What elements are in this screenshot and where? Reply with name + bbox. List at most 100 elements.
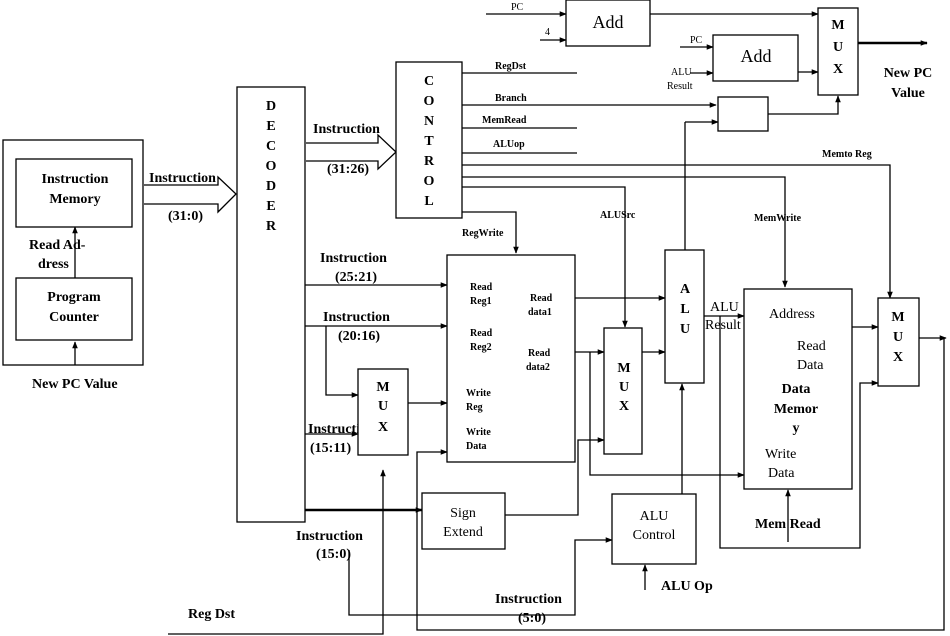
pc-adder-block <box>565 0 651 47</box>
read-reg2-label-1: Read <box>470 328 493 339</box>
decoder-letter-7: R <box>266 219 277 234</box>
writeback-mux-block <box>877 297 920 387</box>
sign-extend-to-mux-wire <box>505 437 605 516</box>
program-counter-label-2: Counter <box>49 310 99 325</box>
read-data2-label-2: data2 <box>526 362 550 373</box>
alu-block <box>664 249 705 384</box>
instruction-5-0-label-1: Instruction <box>495 592 562 607</box>
instruction-25-21-label-1: Instruction <box>320 251 387 266</box>
reg-dst-select-wire <box>168 469 386 635</box>
pc-mux-letter-1: M <box>831 18 844 33</box>
writeback-mux-letter-1: M <box>891 310 904 325</box>
alu-result-label-1: ALU <box>710 300 739 315</box>
control-letter-2: O <box>424 94 435 109</box>
program-counter-label-1: Program <box>47 290 101 305</box>
instruction-memory-label-2: Memory <box>49 192 100 207</box>
alusrc-mux-letter-1: M <box>617 361 630 376</box>
pc-second-label: PC <box>690 35 703 46</box>
control-letter-3: N <box>424 114 434 129</box>
instruction-20-16-label-1: Instruction <box>323 310 390 325</box>
read-reg2-label-2: Reg2 <box>470 342 492 353</box>
write-data-reg-label-2: Data <box>466 441 487 452</box>
branch-label: Branch <box>495 93 527 104</box>
control-letter-1: C <box>424 74 434 89</box>
pc-adder-label: Add <box>593 12 624 32</box>
alu-result-top-label-1: ALU <box>671 67 692 78</box>
read-data1-label-1: Read <box>530 293 553 304</box>
write-reg-label-1: Write <box>466 388 491 399</box>
instruction-5-0-wire <box>348 537 613 616</box>
instruction-15-0-label-1: Instruction <box>296 529 363 544</box>
new-pc-value-right-label-2: Value <box>891 86 925 101</box>
plus4-label: 4 <box>545 27 550 38</box>
new-pc-value-left-label: New PC Value <box>32 377 118 392</box>
instruction-memory-label-1: Instruction <box>42 172 109 187</box>
instruction-31-0-bus-arrow <box>144 175 237 214</box>
read-data2-to-memory-wire <box>589 352 745 478</box>
alu-letter-3: U <box>680 322 690 337</box>
regdst-mux-letter-2: U <box>378 399 388 414</box>
control-letter-7: L <box>424 194 433 209</box>
sign-extend-label-1: Sign <box>450 506 476 521</box>
alu-result-bypass-wire <box>719 316 879 549</box>
memory-write-data-label-1: Write <box>765 447 796 462</box>
alu-letter-1: A <box>680 282 691 297</box>
reg-dst-label: Reg Dst <box>188 607 235 622</box>
memory-read-data-label-1: Read <box>797 339 826 354</box>
writeback-mux-letter-2: U <box>893 330 903 345</box>
instruction-15-0-label-2: (15:0) <box>316 547 351 562</box>
writeback-mux-letter-3: X <box>893 350 903 365</box>
pc-mux-letter-2: U <box>833 40 843 55</box>
and-to-pc-mux-select-wire <box>768 95 841 115</box>
control-letter-5: R <box>424 154 435 169</box>
alu-control-block <box>611 493 697 565</box>
memwrite-signal-wire <box>462 176 788 288</box>
memtoreg-label: Memto Reg <box>822 149 872 160</box>
read-address-label-2: dress <box>38 257 69 272</box>
mem-read-label: Mem Read <box>755 517 821 532</box>
decoder-block <box>236 86 306 523</box>
program-counter-block <box>15 277 133 341</box>
read-data2-label-1: Read <box>528 348 551 359</box>
instruction-20-16-label-2: (20:16) <box>338 329 380 344</box>
control-letter-4: T <box>424 134 434 149</box>
decoder-letter-6: E <box>266 199 275 214</box>
decoder-letter-3: C <box>266 139 276 154</box>
regdst-mux-block <box>357 368 409 456</box>
instruction-31-0-label-1: Instruction <box>149 171 216 186</box>
read-address-label-1: Read Ad- <box>29 238 86 253</box>
instruction-20-16-to-mux-wire <box>325 326 359 398</box>
branch-adder-label: Add <box>741 46 772 66</box>
pc-input-label: PC <box>511 2 524 13</box>
regdst-mux-letter-3: X <box>378 420 388 435</box>
write-reg-label-2: Reg <box>466 402 483 413</box>
sign-extend-block <box>421 492 506 550</box>
decoder-letter-1: D <box>266 99 276 114</box>
alu-control-label-2: Control <box>633 528 676 543</box>
data-memory-title-1: Data <box>782 382 811 397</box>
write-data-reg-label-1: Write <box>466 427 491 438</box>
writeback-loop-wire <box>416 338 945 631</box>
alu-op-label: ALU Op <box>661 579 713 594</box>
alu-control-label-1: ALU <box>640 509 669 524</box>
instruction-31-26-label-1: Instruction <box>313 122 380 137</box>
data-memory-block <box>743 288 853 490</box>
alusrc-mux-letter-2: U <box>619 380 629 395</box>
alusrc-signal-wire <box>462 186 628 328</box>
instruction-31-26-label-2: (31:26) <box>327 162 369 177</box>
decoder-letter-2: E <box>266 119 275 134</box>
control-unit-block <box>395 61 463 219</box>
instruction-15-11-label-2: (15:11) <box>310 441 352 456</box>
data-memory-title-2: Memor <box>774 402 818 417</box>
pc-mux-letter-3: X <box>833 62 843 77</box>
decoder-letter-4: O <box>266 159 277 174</box>
pc-mux-block <box>817 7 859 96</box>
control-letter-6: O <box>424 174 435 189</box>
alu-result-top-label-2: Result <box>667 81 693 92</box>
regwrite-signal-wire <box>462 211 519 254</box>
new-pc-value-right-label-1: New PC <box>884 66 933 81</box>
memory-write-data-label-2: Data <box>768 466 795 481</box>
aluop-label: ALUop <box>493 139 525 150</box>
alusrc-label: ALUSrc <box>600 210 636 221</box>
